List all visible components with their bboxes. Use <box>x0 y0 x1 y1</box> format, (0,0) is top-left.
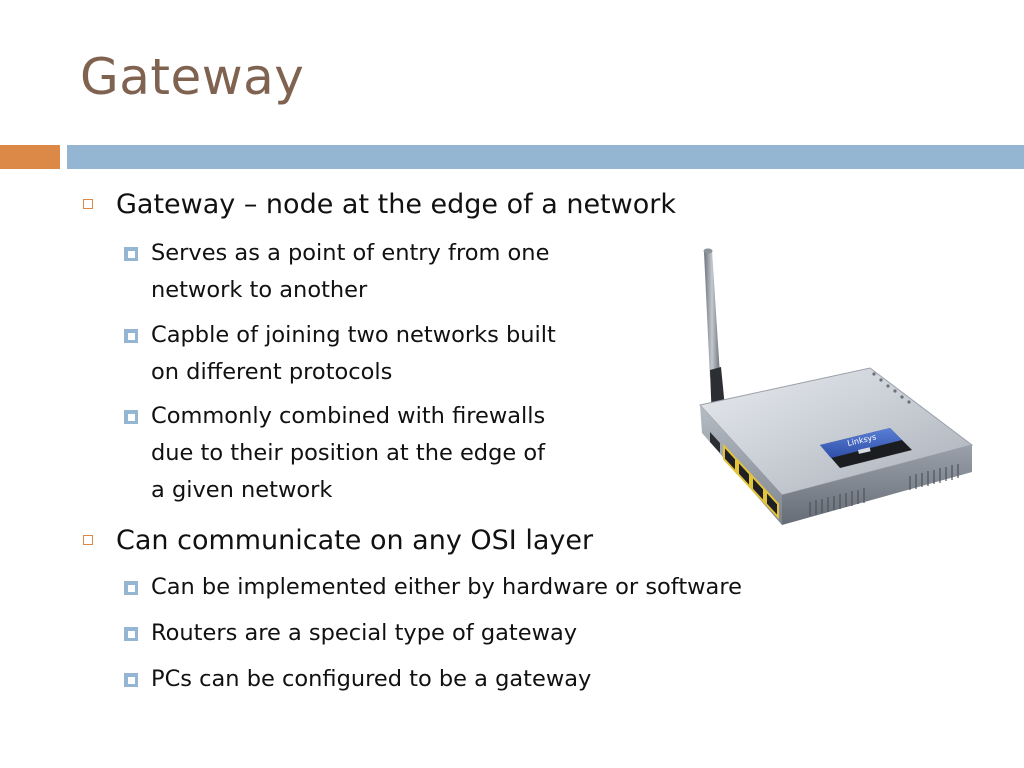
sub-bullet-line: Commonly combined with firewalls <box>151 403 546 429</box>
slide-title: Gateway <box>80 48 305 106</box>
sub-bullet-firewalls: Commonly combined with firewalls due to … <box>124 398 546 509</box>
sub-bullet-line: network to another <box>151 277 368 303</box>
square-bullet-icon <box>124 329 138 343</box>
square-bullet-icon <box>124 410 138 424</box>
sub-bullet-line: a given network <box>151 477 333 503</box>
bullet-gateway-definition: Gateway – node at the edge of a network <box>83 188 676 222</box>
hollow-square-bullet-icon <box>83 199 93 209</box>
wireless-router-image: Linksys <box>699 248 974 525</box>
sub-bullet-protocols: Capble of joining two networks built on … <box>124 317 556 391</box>
sub-bullet-routers: Routers are a special type of gateway <box>124 615 578 652</box>
sub-bullet-text: Routers are a special type of gateway <box>151 620 578 646</box>
sub-bullet-pcs: PCs can be configured to be a gateway <box>124 661 592 698</box>
sub-bullet-text: Can be implemented either by hardware or… <box>151 574 742 600</box>
square-bullet-icon <box>124 581 138 595</box>
square-bullet-icon <box>124 627 138 641</box>
status-leds <box>872 372 911 404</box>
square-bullet-icon <box>124 673 138 687</box>
sub-bullet-line: due to their position at the edge of <box>151 440 546 466</box>
bullet-osi-layer: Can communicate on any OSI layer <box>83 524 594 558</box>
bullet-text: Can communicate on any OSI layer <box>116 525 594 556</box>
sub-bullet-hardware-software: Can be implemented either by hardware or… <box>124 569 742 606</box>
bullet-text: Gateway – node at the edge of a network <box>116 189 676 220</box>
sub-bullet-entry-point: Serves as a point of entry from one netw… <box>124 235 550 309</box>
ethernet-ports <box>710 432 779 520</box>
hollow-square-bullet-icon <box>83 535 93 545</box>
title-divider-bar <box>67 145 1024 169</box>
brand-label: Linksys <box>820 428 912 468</box>
square-bullet-icon <box>124 247 138 261</box>
vent-slots <box>809 464 959 516</box>
title-accent-bar <box>0 145 60 169</box>
sub-bullet-text: PCs can be configured to be a gateway <box>151 666 592 692</box>
sub-bullet-line: Serves as a point of entry from one <box>151 240 550 266</box>
sub-bullet-line: Capble of joining two networks built <box>151 322 556 348</box>
sub-bullet-line: on different protocols <box>151 359 393 385</box>
